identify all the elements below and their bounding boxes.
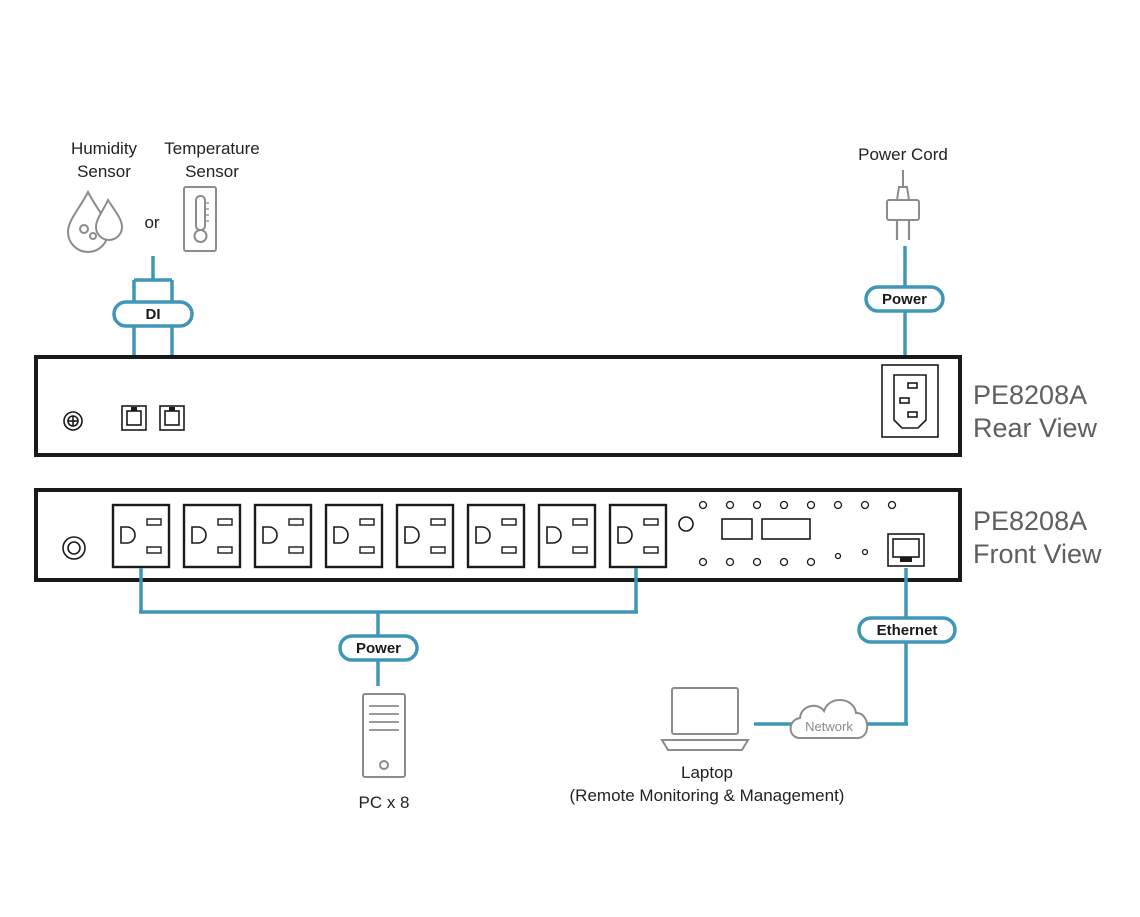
- status-led: [779, 500, 789, 510]
- status-led: [861, 548, 869, 556]
- front-view-device: [34, 488, 962, 582]
- front-model-label: PE8208A: [973, 506, 1087, 536]
- status-led: [698, 557, 708, 567]
- di-port-1: [121, 405, 147, 431]
- temperature-sensor-label-line1: Temperature: [164, 139, 259, 158]
- humidity-sensor-label-line1: Humidity: [71, 139, 138, 158]
- laptop-sublabel: (Remote Monitoring & Management): [570, 786, 845, 805]
- status-led: [834, 552, 842, 560]
- status-led: [887, 500, 897, 510]
- ac-outlet-7: [537, 503, 597, 569]
- led-row-bottom: [698, 548, 869, 567]
- outlet-group: [111, 503, 668, 569]
- led-row-top: [698, 500, 897, 510]
- ac-outlet-4: [324, 503, 384, 569]
- power-inlet-socket: [881, 364, 939, 438]
- status-led: [806, 500, 816, 510]
- network-cloud-icon: Network: [789, 699, 869, 739]
- power-label-top: Power: [882, 291, 927, 308]
- power-label-bottom: Power: [356, 640, 401, 657]
- power-cord-label: Power Cord: [858, 145, 948, 164]
- laptop-icon: [660, 687, 750, 751]
- temperature-sensor-icon: [183, 186, 217, 252]
- power-plug-icon: [886, 170, 920, 240]
- outlet-power-bus: [139, 568, 638, 686]
- ac-outlet-3: [253, 503, 313, 569]
- ground-screw-icon: [63, 411, 83, 431]
- di-pill: DI: [112, 300, 194, 328]
- status-led: [806, 557, 816, 567]
- status-led: [725, 557, 735, 567]
- network-label: Network: [805, 719, 853, 734]
- status-led: [833, 500, 843, 510]
- ethernet-label: Ethernet: [877, 622, 938, 639]
- pc-label: PC x 8: [358, 793, 409, 812]
- power-pill-top: Power: [864, 285, 945, 313]
- ac-outlet-5: [395, 503, 455, 569]
- pc-tower-icon: [362, 693, 406, 778]
- ac-outlet-8: [608, 503, 668, 569]
- status-led: [752, 557, 762, 567]
- status-led: [698, 500, 708, 510]
- ac-outlet-2: [182, 503, 242, 569]
- laptop-label: Laptop: [681, 763, 733, 782]
- ethernet-connection: [754, 568, 908, 726]
- humidity-sensor-icon: [66, 189, 124, 253]
- status-led: [752, 500, 762, 510]
- front-view-label: Front View: [973, 539, 1102, 569]
- ethernet-pill: Ethernet: [857, 616, 957, 644]
- power-pill-bottom: Power: [338, 634, 419, 662]
- power-switch-icon: [62, 536, 86, 560]
- ac-outlet-6: [466, 503, 526, 569]
- or-label: or: [144, 213, 159, 232]
- rear-model-label: PE8208A: [973, 380, 1087, 410]
- status-led: [860, 500, 870, 510]
- di-port-2: [159, 405, 185, 431]
- temperature-sensor-label-line2: Sensor: [185, 162, 239, 181]
- status-led: [725, 500, 735, 510]
- ac-outlet-1: [111, 503, 171, 569]
- rear-view-device: [34, 355, 962, 457]
- di-label: DI: [146, 306, 161, 323]
- status-led: [779, 557, 789, 567]
- rear-view-label: Rear View: [973, 413, 1098, 443]
- humidity-sensor-label-line2: Sensor: [77, 162, 131, 181]
- ethernet-port: [887, 533, 925, 567]
- control-panel: [678, 500, 897, 567]
